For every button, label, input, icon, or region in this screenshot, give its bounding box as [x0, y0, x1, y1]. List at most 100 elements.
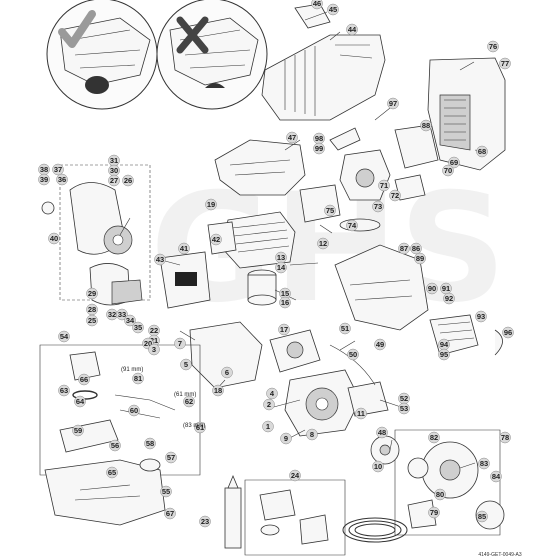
callout-75: 75: [324, 204, 336, 217]
callout-1: 1: [262, 420, 274, 433]
callout-number: 41: [180, 244, 188, 253]
callout-number: 91: [442, 284, 450, 293]
callout-badge: [389, 189, 401, 202]
callout-number: 28: [88, 305, 96, 314]
callout-79: 79: [428, 506, 440, 519]
callout-number: 94: [440, 340, 449, 349]
callout-badge: [178, 242, 190, 255]
callout-27: 27: [108, 174, 120, 187]
callout-badge: [52, 163, 64, 176]
callout-49: 49: [374, 338, 386, 351]
callout-number: 42: [212, 235, 220, 244]
callout-number: 26: [124, 176, 132, 185]
callout-31: 31: [108, 154, 120, 167]
callout-badge: [165, 451, 177, 464]
callout-number: 19: [207, 200, 215, 209]
callout-57: 57: [165, 451, 177, 464]
callout-badge: [194, 421, 206, 434]
callout-32: 32: [106, 308, 118, 321]
callout-badge: [438, 348, 450, 361]
callout-45: 45: [327, 3, 339, 16]
callout-24: 24: [289, 469, 301, 482]
callout-98: 98: [313, 132, 325, 145]
callout-badge: [280, 432, 292, 445]
callout-badge: [387, 97, 399, 110]
callout-number: 65: [108, 468, 116, 477]
callout-42: 42: [210, 233, 222, 246]
callout-28: 28: [86, 303, 98, 316]
callout-88: 88: [420, 119, 432, 132]
callout-12: 12: [317, 237, 329, 250]
callout-18: 18: [212, 384, 224, 397]
callout-badge: [56, 173, 68, 186]
callout-55: 55: [160, 485, 172, 498]
callout-53: 53: [398, 402, 410, 415]
callout-badge: [398, 242, 410, 255]
callout-37: 37: [52, 163, 64, 176]
callout-number: 73: [374, 202, 382, 211]
callout-badge: [132, 321, 144, 334]
callout-number: 81: [134, 374, 142, 383]
callout-number: 2: [267, 400, 271, 409]
callout-badge: [124, 314, 136, 327]
callout-badge: [286, 131, 298, 144]
callout-52: 52: [398, 392, 410, 405]
callout-badge: [499, 431, 511, 444]
callout-number: 68: [478, 147, 486, 156]
callout-30: 30: [108, 164, 120, 177]
callout-25: 25: [86, 314, 98, 327]
callout-number: 64: [76, 397, 85, 406]
callout-17: 17: [278, 323, 290, 336]
callout-badge: [476, 145, 488, 158]
callout-number: 57: [167, 453, 175, 462]
callout-number: 75: [326, 206, 334, 215]
drawing-code: 4149-GET-0049-A3: [478, 552, 522, 558]
callout-2: 2: [263, 398, 275, 411]
callout-badge: [476, 510, 488, 523]
callout-number: 5: [184, 360, 188, 369]
callout-5: 5: [180, 358, 192, 371]
callout-64: 64: [74, 395, 86, 408]
callout-badge: [116, 308, 128, 321]
crankcase: [189, 321, 361, 437]
callout-14: 14: [275, 261, 287, 274]
recoil-starter: [41, 164, 151, 306]
callout-number: 30: [110, 166, 118, 175]
callout-44: 44: [346, 23, 358, 36]
callout-number: 34: [126, 316, 135, 325]
callout-number: 84: [492, 472, 501, 481]
callout-47: 47: [286, 131, 298, 144]
callout-number: 51: [341, 324, 349, 333]
callout-badge: [442, 164, 454, 177]
callout-number: 80: [436, 490, 444, 499]
callout-78: 78: [499, 431, 511, 444]
callout-number: 23: [201, 517, 209, 526]
callout-38: 38: [38, 163, 50, 176]
callout-66: 66: [78, 373, 90, 386]
callout-number: 72: [391, 191, 399, 200]
cross-mark-icon: [176, 16, 209, 54]
callout-badge: [106, 466, 118, 479]
callout-54: 54: [58, 330, 70, 343]
callout-number: 83: [480, 459, 488, 468]
callout-badge: [306, 428, 318, 441]
callout-number: 53: [400, 404, 408, 413]
callout-number: 1: [266, 422, 270, 431]
callout-number: 4: [270, 389, 275, 398]
callout-badge: [487, 40, 499, 53]
callout-56: 56: [109, 439, 121, 452]
callout-8: 8: [306, 428, 318, 441]
callout-number: 87: [400, 244, 408, 253]
callout-50: 50: [347, 348, 359, 361]
callout-badge: [72, 424, 84, 437]
callout-number: 62: [185, 397, 193, 406]
callout-95: 95: [438, 348, 450, 361]
callout-46: 46: [311, 0, 323, 10]
callout-67: 67: [164, 507, 176, 520]
callout-badge: [475, 310, 487, 323]
callout-number: 45: [329, 5, 337, 14]
callout-number: 67: [166, 509, 174, 518]
callout-number: 15: [281, 289, 289, 298]
callout-badge: [420, 119, 432, 132]
callout-badge: [410, 242, 422, 255]
